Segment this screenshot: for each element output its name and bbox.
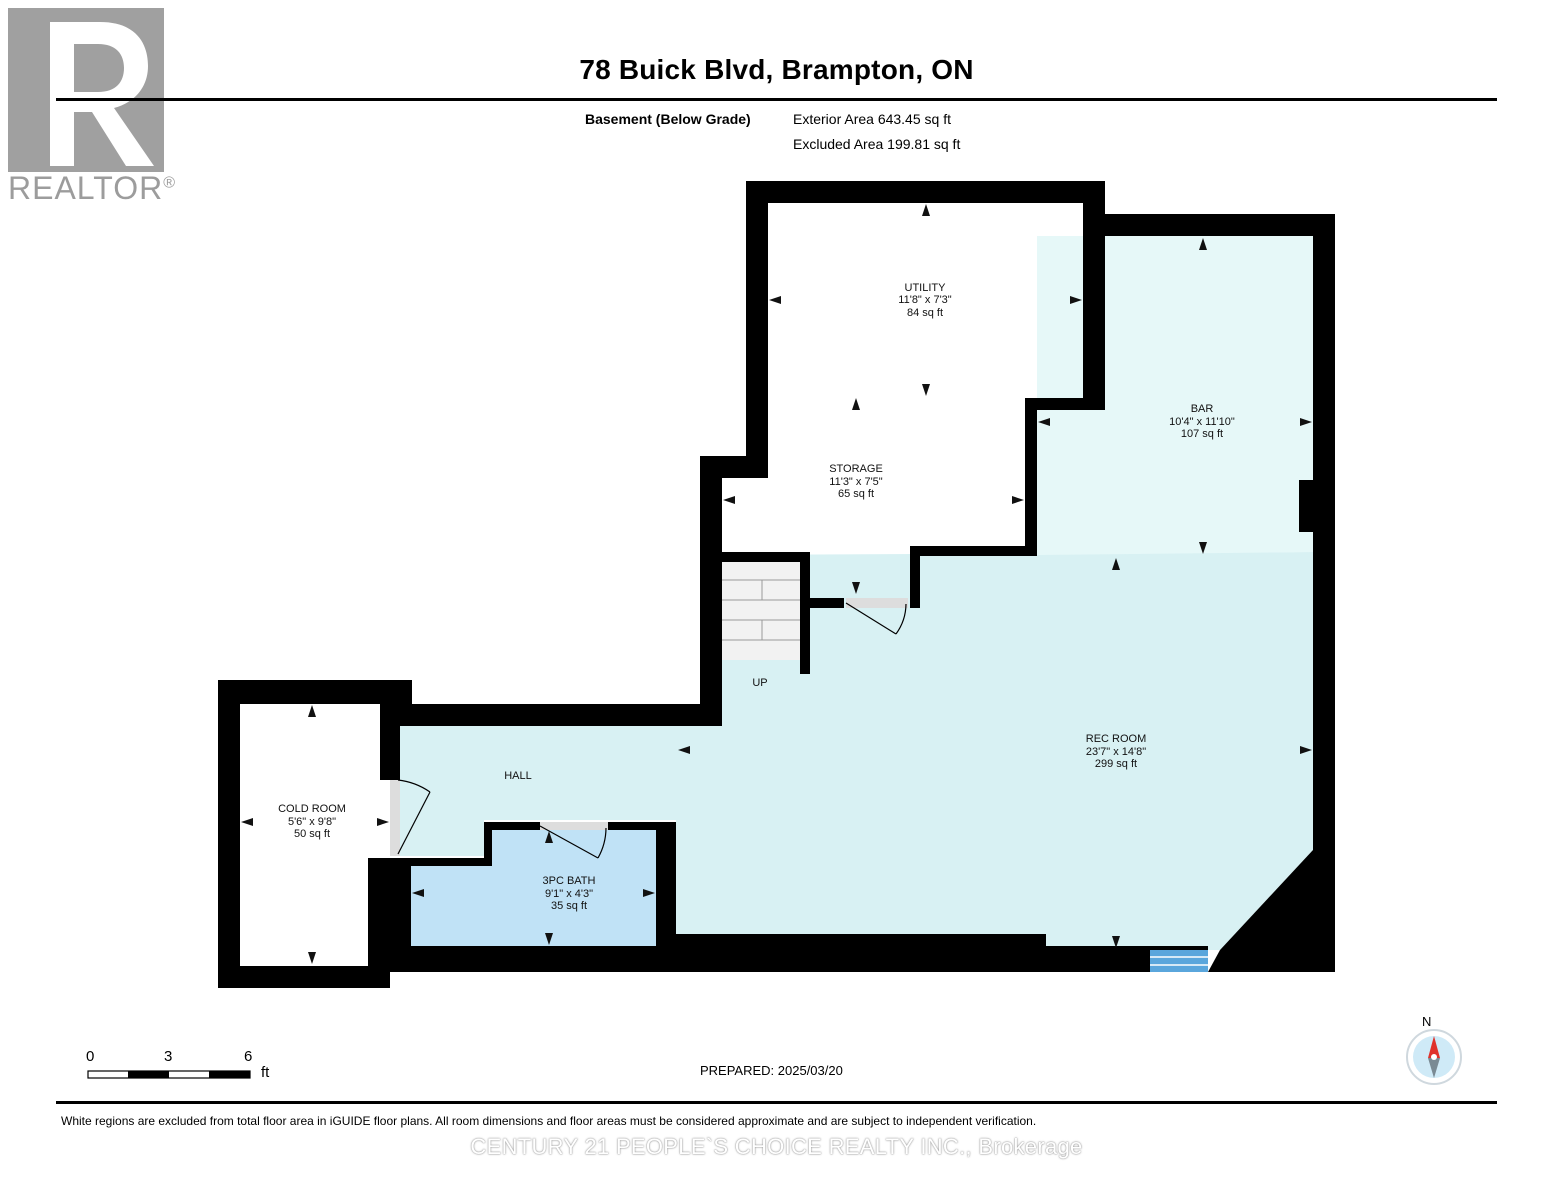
window — [1150, 950, 1208, 972]
svg-text:9'1" x 4'3": 9'1" x 4'3" — [545, 888, 593, 900]
svg-text:COLD ROOM: COLD ROOM — [278, 803, 346, 815]
doors — [390, 598, 908, 859]
header-divider — [56, 98, 1497, 101]
realtor-wordmark: REALTOR® — [8, 170, 176, 206]
svg-text:65 sq ft: 65 sq ft — [838, 488, 874, 500]
dimension-markers — [241, 204, 1312, 964]
svg-text:BAR: BAR — [1191, 403, 1214, 415]
svg-text:35 sq ft: 35 sq ft — [551, 900, 587, 912]
prepared-date: PREPARED: 2025/03/20 — [700, 1063, 843, 1078]
stairs-label: UP — [752, 677, 767, 689]
room-bar: BAR 10'4" x 11'10" 107 sq ft — [1169, 403, 1235, 440]
compass-north-label: N — [1422, 1014, 1432, 1029]
scale-bar — [87, 1070, 251, 1079]
svg-text:UTILITY: UTILITY — [905, 282, 947, 294]
scale-tick-6: 6 — [244, 1048, 253, 1065]
level-label: Basement (Below Grade) — [585, 111, 751, 127]
stairs — [722, 562, 802, 660]
scale-tick-0: 0 — [86, 1048, 95, 1065]
realtor-r-mark-icon — [8, 8, 164, 172]
room-cold-room: COLD ROOM 5'6" x 9'8" 50 sq ft — [278, 803, 346, 840]
svg-text:3PC BATH: 3PC BATH — [543, 875, 596, 887]
svg-text:11'8" x 7'3": 11'8" x 7'3" — [898, 294, 951, 306]
scale-tick-3: 3 — [164, 1048, 173, 1065]
svg-text:10'4" x 11'10": 10'4" x 11'10" — [1169, 416, 1235, 428]
svg-text:299 sq ft: 299 sq ft — [1095, 758, 1137, 770]
svg-text:STORAGE: STORAGE — [829, 463, 883, 475]
walls — [218, 181, 1335, 988]
svg-text:50 sq ft: 50 sq ft — [294, 828, 330, 840]
compass-icon — [1406, 1029, 1462, 1085]
room-hall: HALL — [504, 770, 532, 782]
svg-text:REC ROOM: REC ROOM — [1086, 733, 1147, 745]
room-storage: STORAGE 11'3" x 7'5" 65 sq ft — [829, 463, 883, 500]
page-title: 78 Buick Blvd, Brampton, ON — [579, 54, 974, 85]
brokerage-watermark: CENTURY 21 PEOPLE`S CHOICE REALTY INC., … — [470, 1134, 1083, 1159]
rec-room-fill — [400, 552, 1313, 950]
room-bath: 3PC BATH 9'1" x 4'3" 35 sq ft — [543, 875, 596, 912]
bar-fill — [1037, 236, 1313, 555]
svg-text:11'3" x 7'5": 11'3" x 7'5" — [829, 476, 882, 488]
svg-text:23'7" x 14'8": 23'7" x 14'8" — [1086, 746, 1146, 758]
room-utility: UTILITY 11'8" x 7'3" 84 sq ft — [898, 282, 951, 319]
scale-unit: ft — [261, 1064, 270, 1081]
bath-fill — [411, 830, 656, 946]
svg-text:84 sq ft: 84 sq ft — [907, 307, 943, 319]
disclaimer: White regions are excluded from total fl… — [61, 1114, 1037, 1128]
room-rec-room: REC ROOM 23'7" x 14'8" 299 sq ft — [1086, 733, 1147, 770]
svg-text:107 sq ft: 107 sq ft — [1181, 428, 1223, 440]
svg-text:5'6" x 9'8": 5'6" x 9'8" — [288, 816, 336, 828]
exterior-area: Exterior Area 643.45 sq ft — [793, 111, 951, 127]
excluded-area: Excluded Area 199.81 sq ft — [793, 136, 961, 152]
footer-divider — [56, 1101, 1497, 1104]
